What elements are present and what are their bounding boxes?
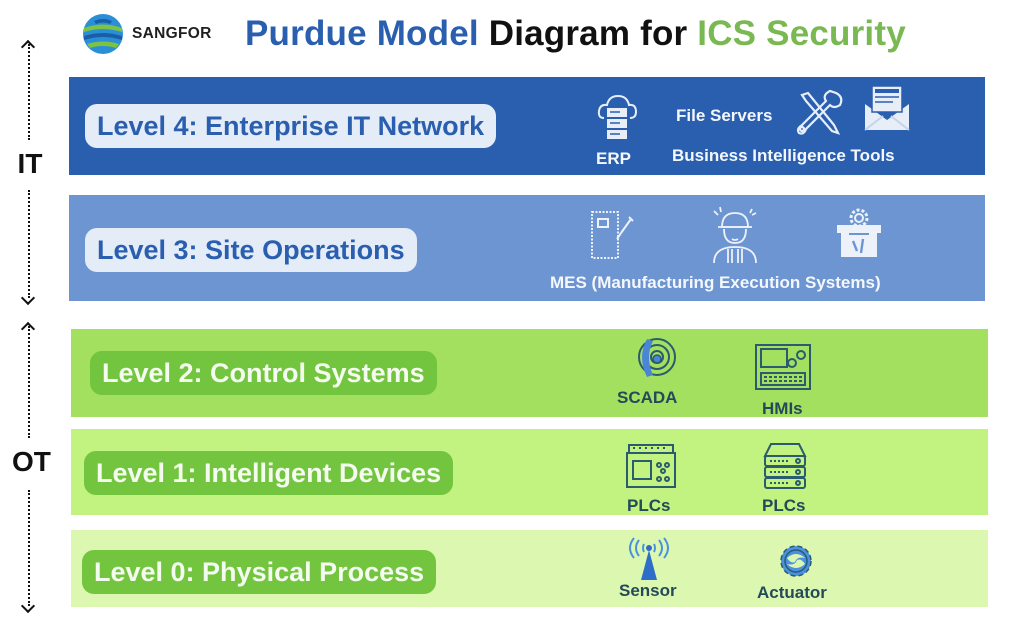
ot-arrow-line-bottom <box>28 490 30 606</box>
it-arrow-line-top <box>28 44 30 140</box>
erp-label: ERP <box>596 149 631 168</box>
title-part-diagram: Diagram for <box>478 14 698 53</box>
level-3-title: Level 3: Site Operations <box>85 228 417 272</box>
sangfor-globe-icon <box>83 14 123 54</box>
level-4-title: Level 4: Enterprise IT Network <box>85 104 497 148</box>
sensor-label: Sensor <box>619 581 677 600</box>
radar-icon <box>638 338 676 377</box>
ot-arrow-line-top <box>28 326 30 438</box>
mes-label: MES (Manufacturing Execution Systems) <box>550 273 881 292</box>
level-1-title: Level 1: Intelligent Devices <box>84 451 454 495</box>
file-servers-label: File Servers <box>676 106 773 125</box>
server-rack-icon <box>763 443 807 489</box>
gear-icon <box>780 545 812 577</box>
ot-arrow-down-icon <box>20 598 36 614</box>
circuit-board-icon <box>591 211 634 259</box>
level-2-band: Level 2: Control Systems SCADA HMIs <box>71 329 988 418</box>
mail-icon <box>864 85 910 131</box>
plcs-label-1: PLCs <box>627 496 671 515</box>
ot-label: OT <box>12 446 51 477</box>
sangfor-logo: SANGFOR <box>82 13 222 55</box>
hmis-label: HMIs <box>762 399 803 418</box>
level-3-band: Level 3: Site Operations MES (Manufactur… <box>69 195 985 301</box>
factory-gear-icon <box>837 208 881 257</box>
level-1-band: Level 1: Intelligent Devices PLCs PLCs <box>71 429 988 515</box>
title-part-ics: ICS Security <box>697 14 906 53</box>
logo-text: SANGFOR <box>132 25 212 42</box>
page-title: Purdue Model Diagram for ICS Security <box>245 14 906 54</box>
actuator-label: Actuator <box>757 583 827 602</box>
it-arrow-down-icon <box>20 290 36 306</box>
tools-icon <box>796 89 843 135</box>
level-2-title: Level 2: Control Systems <box>90 351 437 395</box>
it-arrow-line-bottom <box>28 190 30 298</box>
engineer-icon <box>713 206 757 264</box>
title-part-purdue: Purdue Model <box>245 14 479 53</box>
cloud-server-icon <box>597 94 638 139</box>
control-panel-icon <box>755 344 811 390</box>
plcs-label-2: PLCs <box>762 496 806 515</box>
level-0-band: Level 0: Physical Process Sensor Actuato… <box>71 530 988 607</box>
antenna-icon <box>629 537 669 580</box>
plc-board-icon <box>626 444 676 488</box>
it-label: IT <box>17 148 43 179</box>
scada-label: SCADA <box>617 388 678 407</box>
business-intelligence-label: Business Intelligence Tools <box>672 146 895 165</box>
level-0-title: Level 0: Physical Process <box>82 550 437 594</box>
level-4-band: Level 4: Enterprise IT Network ERP File … <box>69 77 985 175</box>
